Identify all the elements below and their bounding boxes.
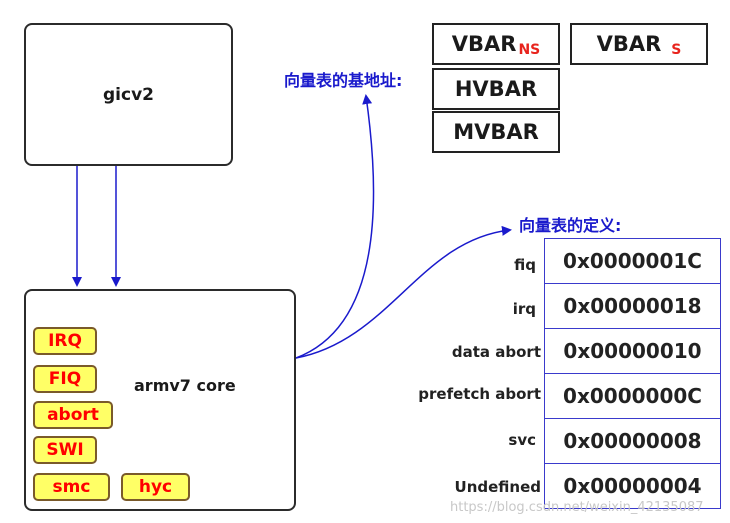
watermark-text: https://blog.csdn.net/weixin_42135087 xyxy=(450,500,704,515)
vector-name-prefetch-abort: prefetch abort xyxy=(418,385,541,403)
hvbar-register: HVBAR xyxy=(432,68,560,110)
base-address-title: 向量表的基地址: xyxy=(284,71,403,90)
vector-table-title: 向量表的定义: xyxy=(519,216,622,235)
gic-box: gicv2 xyxy=(24,23,233,166)
core-label: armv7 core xyxy=(134,376,236,395)
exception-smc: smc xyxy=(33,473,110,501)
vector-addr-prefetch-abort: 0x0000000C xyxy=(544,373,721,419)
mvbar-register: MVBAR xyxy=(432,111,560,153)
vector-name-svc: svc xyxy=(508,431,536,449)
vector-name-irq: irq xyxy=(512,300,536,318)
exception-swi: SWI xyxy=(33,436,97,464)
vector-name-undefined: Undefined xyxy=(454,478,541,496)
vector-addr-irq: 0x00000018 xyxy=(544,283,721,329)
vector-addr-undefined: 0x00000004 xyxy=(544,463,721,509)
gic-label: gicv2 xyxy=(103,85,154,105)
hvbar-label: HVBAR xyxy=(454,77,538,101)
core-to-vector-table-arrow xyxy=(295,225,512,359)
mvbar-label: MVBAR xyxy=(453,120,539,144)
core-to-base-arrow xyxy=(295,94,375,359)
exception-hyc: hyc xyxy=(121,473,190,501)
vector-addr-data-abort: 0x00000010 xyxy=(544,328,721,374)
vector-addr-fiq: 0x0000001C xyxy=(544,238,721,284)
vector-name-fiq: fiq xyxy=(514,256,536,274)
vbar-s-sub: S xyxy=(671,42,682,58)
vbar-s-main: VBAR xyxy=(596,32,662,56)
vector-addr-svc: 0x00000008 xyxy=(544,418,721,464)
vbar-s-register: VBAR S xyxy=(570,23,708,65)
vbar-ns-sub: NS xyxy=(518,42,541,58)
vector-name-data-abort: data abort xyxy=(451,343,541,361)
exception-abort: abort xyxy=(33,401,113,429)
exception-fiq: FIQ xyxy=(33,365,97,393)
vbar-ns-main: VBAR xyxy=(451,32,517,56)
exception-irq: IRQ xyxy=(33,327,97,355)
